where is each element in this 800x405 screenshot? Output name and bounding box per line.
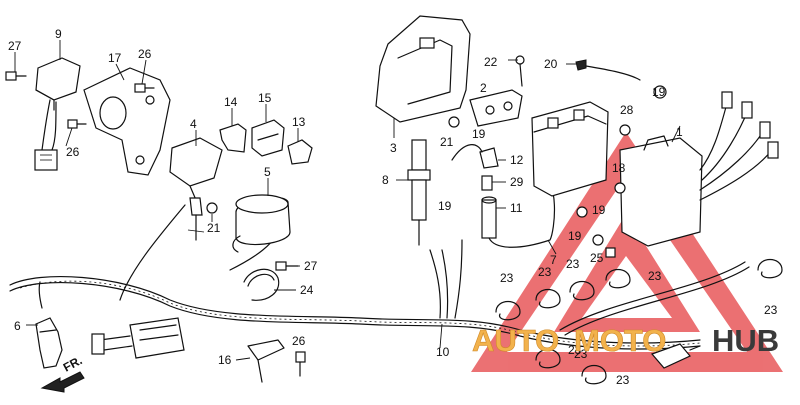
watermark-triangle — [471, 132, 783, 372]
callout-19: 19 — [568, 229, 582, 243]
bolt-26-top — [134, 83, 155, 93]
callout-4: 4 — [190, 117, 197, 131]
battery — [531, 101, 609, 197]
bolt-28 — [619, 124, 631, 136]
cdi-unit — [169, 137, 223, 241]
connector-bundle — [91, 317, 185, 359]
callout-26: 26 — [138, 47, 152, 61]
ignition-coil — [232, 194, 291, 253]
clamp-ring — [757, 258, 783, 279]
callout-6: 6 — [14, 319, 21, 333]
bolt-27-top — [5, 71, 27, 81]
callout-21: 21 — [440, 135, 454, 149]
bolt-26-left — [67, 119, 87, 129]
leader-lines — [14, 40, 681, 361]
front-direction-label: FR. — [61, 353, 85, 374]
spark-plug-cap — [35, 317, 63, 369]
bolt-21-left — [206, 202, 218, 214]
callout-20: 20 — [544, 57, 558, 71]
mounting-bracket — [83, 67, 171, 176]
connector-13 — [287, 139, 313, 165]
fuse-holder-8 — [407, 139, 431, 246]
clamp-ring — [581, 364, 607, 385]
callout-23: 23 — [500, 271, 514, 285]
bolt-25 — [605, 247, 616, 258]
relay-15 — [251, 119, 285, 157]
connector-right — [650, 343, 701, 369]
callout-9: 9 — [55, 27, 62, 41]
terminal-bracket-2 — [469, 89, 523, 127]
callout-12: 12 — [510, 153, 524, 167]
clamp-band-24 — [243, 268, 280, 301]
watermark-moto: MOTO — [574, 323, 666, 358]
regulator-rectifier — [34, 57, 81, 171]
front-direction-arrow — [40, 371, 85, 393]
watermark-text: AUTO MOTO HUB — [472, 323, 779, 359]
callout-28: 28 — [620, 103, 634, 117]
callout-11: 11 — [510, 201, 523, 215]
callout-19: 19 — [438, 199, 452, 213]
clamp-ring — [605, 268, 631, 289]
nut-18 — [614, 182, 626, 194]
callout-19: 19 — [472, 127, 486, 141]
callout-23: 23 — [574, 347, 588, 361]
callout-5: 5 — [264, 165, 271, 179]
bolt-26-bottom — [295, 351, 306, 377]
callout-8: 8 — [382, 173, 389, 187]
callout-10: 10 — [436, 345, 450, 359]
washer-19-mid — [576, 206, 588, 218]
callout-24: 24 — [300, 283, 314, 297]
washer-19-low — [592, 234, 604, 246]
clamp-ring — [569, 280, 595, 301]
washer-19-right — [653, 85, 667, 99]
callout-23: 23 — [566, 257, 580, 271]
callout-17: 17 — [108, 51, 122, 65]
callout-25: 25 — [590, 251, 604, 265]
callout-27: 27 — [304, 259, 318, 273]
clamp-23-row — [495, 258, 783, 385]
callout-23: 23 — [538, 265, 552, 279]
fuse-12 — [451, 144, 499, 169]
callout-27: 27 — [8, 39, 22, 53]
clamp-ring — [495, 300, 521, 321]
callout-23: 23 — [616, 373, 630, 387]
callout-19: 19 — [652, 85, 666, 99]
callout-14: 14 — [224, 95, 238, 109]
cap-20 — [575, 59, 641, 81]
callout-23: 23 — [764, 303, 778, 317]
callout-29: 29 — [510, 175, 524, 189]
fuse-29 — [481, 175, 493, 191]
callout-1: 1 — [676, 125, 683, 139]
washer-21 — [448, 116, 460, 128]
callout-18: 18 — [612, 161, 626, 175]
clip-16 — [247, 339, 285, 383]
callout-23: 23 — [648, 269, 662, 283]
watermark-hub: HUB — [712, 323, 779, 358]
clamp-ring — [535, 348, 561, 369]
callout-16: 16 — [218, 353, 232, 367]
callout-26: 26 — [66, 145, 80, 159]
bracket-14 — [219, 123, 247, 153]
watermark-auto: AUTO — [472, 323, 559, 358]
callout-22: 22 — [484, 55, 498, 69]
callout-2: 2 — [480, 81, 487, 95]
callout-19: 19 — [592, 203, 606, 217]
callout-3: 3 — [390, 141, 397, 155]
main-wire-harness — [9, 204, 750, 350]
control-box-1 — [619, 91, 779, 247]
callout-21: 21 — [207, 221, 221, 235]
callout-13: 13 — [292, 115, 306, 129]
callout-23: 23 — [568, 343, 582, 357]
battery-cover — [375, 15, 471, 123]
screw-22 — [515, 55, 525, 87]
clamp-ring — [535, 288, 561, 309]
callout-15: 15 — [258, 91, 272, 105]
callout-26: 26 — [292, 334, 306, 348]
callout-7: 7 — [550, 253, 557, 267]
